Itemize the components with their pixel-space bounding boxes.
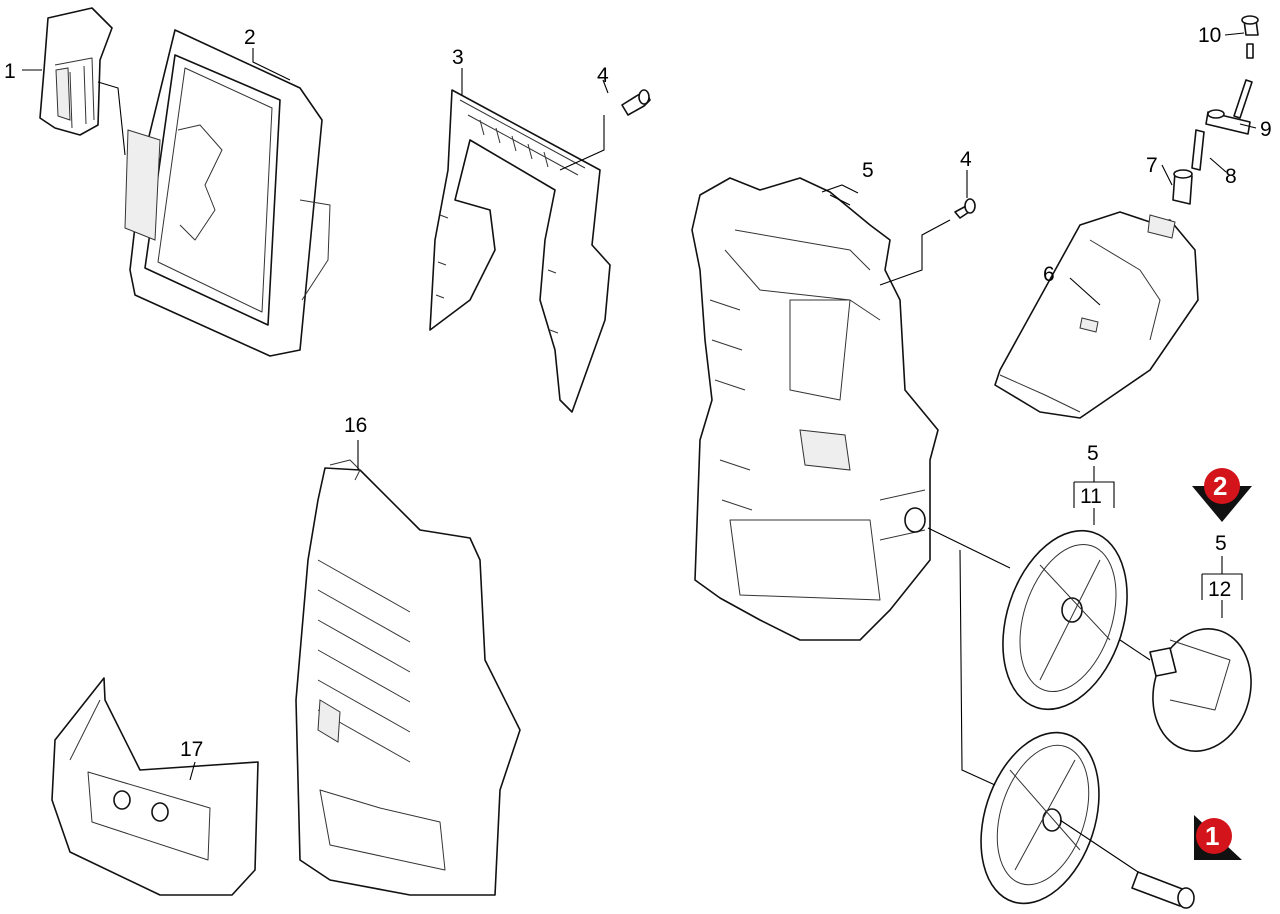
callout-4-right: 4 [960, 148, 972, 171]
part-8b-rod [1233, 79, 1253, 119]
callout-4-top: 4 [597, 64, 609, 87]
callout-5-hubcap: 5 [1215, 532, 1227, 555]
callout-1: 1 [4, 60, 16, 83]
callout-3: 3 [452, 46, 464, 69]
part-16-rear-cover [295, 459, 521, 896]
callout-7: 7 [1146, 154, 1158, 177]
part-1-bracket [39, 7, 113, 136]
callout-12: 12 [1208, 578, 1231, 601]
part-8-rod [1191, 129, 1205, 171]
wheel-lower [980, 731, 1100, 905]
leader-lines [22, 32, 1257, 873]
callout-10: 10 [1198, 24, 1221, 47]
callout-5-housing: 5 [862, 159, 874, 182]
badge-2-marker: 2 [1192, 468, 1252, 522]
part-4-screw-right [954, 198, 976, 219]
callout-5-wheel: 5 [1087, 442, 1099, 465]
callout-17: 17 [180, 738, 203, 761]
part-2-front-frame [124, 29, 331, 357]
callout-9: 9 [1260, 118, 1272, 141]
part-11-wheel-upper [1002, 529, 1128, 711]
part-12-hub-cap [1149, 628, 1252, 752]
callout-16: 16 [344, 414, 367, 437]
main-housing [691, 177, 939, 641]
part-7-fitting [1172, 169, 1193, 205]
badge-1-label: 1 [1205, 821, 1219, 851]
badge-1-marker: 1 [1194, 815, 1242, 860]
badge-1-circle [1196, 818, 1232, 854]
part-3-inner-frame [429, 89, 611, 413]
callout-labels: 1 2 3 4 5 4 6 7 8 9 10 5 11 5 12 16 17 [4, 24, 1272, 761]
part-17-lower-cover [51, 677, 259, 896]
badge-2-circle [1204, 468, 1240, 504]
badge-2-label: 2 [1213, 471, 1227, 501]
part-9-clip [1205, 109, 1251, 135]
axle-pin [1131, 871, 1195, 909]
callout-6: 6 [1043, 263, 1055, 286]
callout-2: 2 [244, 26, 256, 49]
part-6-tank [994, 211, 1199, 419]
callout-8: 8 [1225, 165, 1237, 188]
part-10-plug [1241, 15, 1259, 59]
callout-11: 11 [1080, 485, 1102, 508]
part-4-screw-top [621, 89, 651, 116]
